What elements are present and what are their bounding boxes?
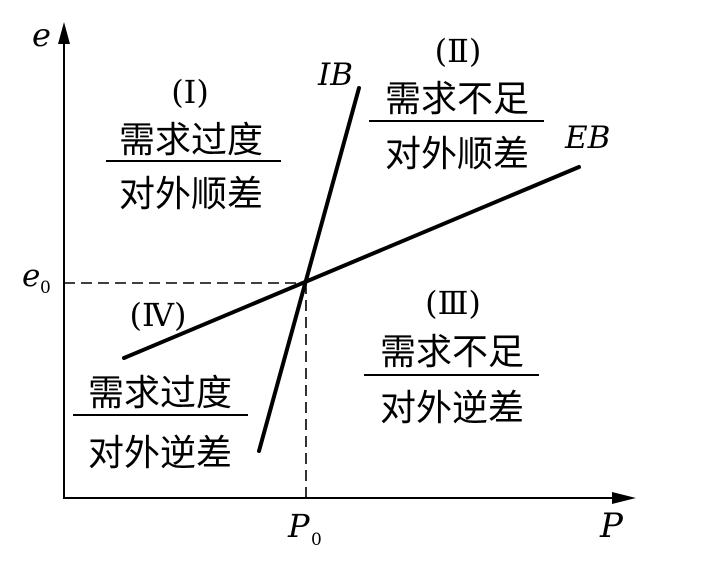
e0-mark-sub: 0 bbox=[40, 278, 51, 298]
region-1: (Ⅰ) 需求过度 对外顺差 bbox=[106, 73, 281, 215]
region-4-numeral: (Ⅳ) bbox=[130, 296, 187, 334]
axes bbox=[58, 22, 636, 504]
region-4-line1: 需求过度 bbox=[88, 373, 232, 414]
e0-mark: e 0 bbox=[22, 258, 51, 298]
eb-curve-label: EB bbox=[564, 120, 610, 156]
region-3-numeral: (Ⅲ) bbox=[425, 284, 481, 322]
region-3-line2: 对外逆差 bbox=[380, 388, 524, 429]
x-axis-arrow bbox=[612, 492, 636, 504]
p0-mark-sub: 0 bbox=[311, 530, 322, 550]
ib-curve bbox=[257, 86, 361, 453]
region-1-line2: 对外顺差 bbox=[119, 174, 263, 215]
region-3-line1: 需求不足 bbox=[380, 332, 524, 373]
equilibrium-guides bbox=[64, 282, 307, 498]
x-axis-label: P bbox=[599, 506, 624, 546]
y-axis-label: e bbox=[32, 16, 51, 54]
ib-curve-label: IB bbox=[317, 57, 353, 93]
eb-curve bbox=[122, 165, 581, 360]
region-3: (Ⅲ) 需求不足 对外逆差 bbox=[364, 284, 539, 429]
region-4-line2: 对外逆差 bbox=[88, 433, 232, 474]
region-2-line1: 需求不足 bbox=[385, 79, 529, 120]
y-axis-arrow bbox=[58, 22, 70, 44]
region-4: (Ⅳ) 需求过度 对外逆差 bbox=[73, 296, 248, 474]
region-2-line2: 对外顺差 bbox=[385, 134, 529, 175]
region-1-line1: 需求过度 bbox=[119, 120, 263, 161]
region-1-numeral: (Ⅰ) bbox=[171, 73, 209, 111]
e0-mark-main: e bbox=[22, 258, 40, 294]
region-2-numeral: (Ⅱ) bbox=[435, 32, 482, 70]
p0-mark-main: P bbox=[287, 507, 310, 545]
p0-mark: P 0 bbox=[287, 507, 322, 550]
region-2: (Ⅱ) 需求不足 对外顺差 bbox=[369, 32, 544, 175]
